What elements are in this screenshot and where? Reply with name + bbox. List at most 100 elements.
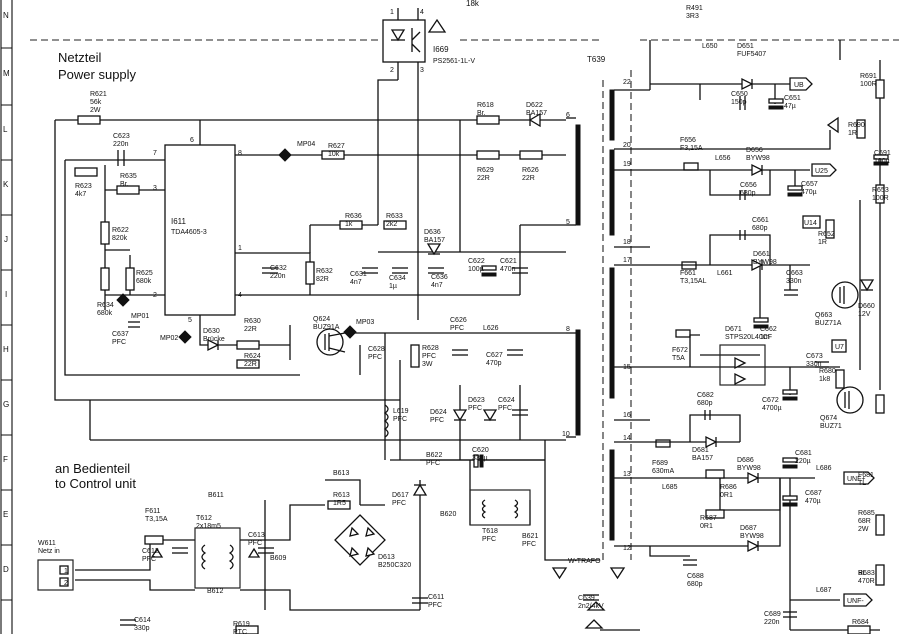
net-unf-plus: UNF+: [847, 476, 865, 483]
label-r629-ref: R629: [477, 167, 494, 174]
ic-pin-1: 1: [238, 245, 242, 252]
connector-w611[interactable]: 1 2: [37, 559, 74, 591]
label-r632-value: 82R: [316, 276, 329, 283]
label-d661-ref: D661: [753, 251, 770, 258]
opto-part: PS2561-1L-V: [433, 58, 475, 65]
label-b621-ref: B621: [522, 533, 538, 540]
label-r636-ref: R636: [345, 213, 362, 220]
label-r628-value: PFC: [422, 353, 436, 360]
label-c613-ref: C613: [248, 532, 265, 539]
label-r632-ref: R632: [316, 268, 333, 275]
transformer-t639: T639 W-TRAFO 6 5 8 10 22 20 19 18 17 16 …: [562, 55, 650, 565]
label-r690-ref: R690: [848, 122, 865, 129]
net-unf-minus: UNF-: [847, 598, 864, 605]
label-r627-value: 10k: [328, 151, 340, 158]
label-q674-value: BUZ71: [820, 423, 842, 430]
label-d630-value: Brücke: [203, 336, 225, 343]
label-d661-value: BYW98: [753, 259, 777, 266]
label-c628-value: PFC: [368, 354, 382, 361]
label-q674-ref: Q674: [820, 415, 837, 422]
label-d630-ref: D630: [203, 328, 220, 335]
optocoupler-i669: 1 2 3 4 I669 PS2561-1L-V: [382, 8, 475, 320]
ic-ref: I611: [171, 217, 187, 226]
label-r653-value: 100R: [872, 195, 889, 202]
label-r683-ref: R683: [858, 570, 875, 577]
label-r619-value: PTC: [233, 629, 247, 634]
label-c622-ref: C622: [468, 258, 485, 265]
label-d671-ref: D671: [725, 326, 742, 333]
label-fragment-bl: BL: [858, 570, 867, 577]
row-label-f: F: [3, 455, 8, 464]
label-f672-value: T5A: [672, 355, 685, 362]
pfc-choke-t618: [469, 489, 531, 526]
opto-pin-4: 4: [420, 9, 424, 16]
label-l650-ref: L650: [702, 43, 718, 50]
label-r624-value: 22R: [244, 361, 257, 368]
label-r491-ref: R491: [686, 5, 703, 12]
label-c627-ref: C627: [486, 352, 503, 359]
mosfet-q624: [316, 328, 346, 356]
label-l661-ref: L661: [717, 270, 733, 277]
label-q624-value: BUZ91A: [313, 324, 340, 331]
label-r629-value: 22R: [477, 175, 490, 182]
row-label-k: K: [3, 180, 9, 189]
label-q663-ref: Q663: [815, 312, 832, 319]
label-b613-ref: B613: [333, 470, 349, 477]
secondary-wiring: [600, 40, 881, 631]
top-resistor-value: 18k: [466, 0, 480, 8]
label-c673-value: 330n: [806, 361, 822, 368]
row-label-h: H: [3, 345, 9, 354]
label-d613-ref: D613: [378, 554, 395, 561]
net-ub: UB: [794, 82, 804, 89]
label-c631-value: 4n7: [350, 279, 362, 286]
label-f656-ref: F656: [680, 137, 696, 144]
label-d686-ref: D686: [737, 457, 754, 464]
label-c657-value: 470µ: [801, 189, 817, 196]
row-label-j: J: [4, 235, 8, 244]
label-b622-value: PFC: [426, 460, 440, 467]
secondary-diodes: [705, 77, 875, 553]
label-w611-value: Netz in: [38, 548, 60, 555]
label-c681-ref: C681: [795, 450, 812, 457]
label-r491-value: 3R3: [686, 13, 699, 20]
label-l686-ref: L686: [816, 465, 832, 472]
mosfet-q663: [831, 281, 859, 309]
label-c628-ref: C628: [368, 346, 385, 353]
label-r633-value: 2k2: [386, 221, 397, 228]
t639-pin-19: 19: [623, 161, 631, 168]
label-c672-value: 4700µ: [762, 405, 782, 412]
label-c651-value: 47µ: [784, 103, 796, 110]
label-c672-ref: C672: [762, 397, 779, 404]
label-t612-value: 2x18m5: [196, 523, 221, 530]
opto-pin-1: 1: [390, 9, 394, 16]
label-r635-ref: R635: [120, 173, 137, 180]
label-r685-value: 68R: [858, 518, 871, 525]
label-r635-value: Br.: [120, 181, 129, 188]
label-r633-ref: R633: [386, 213, 403, 220]
label-c639-value: 2n2/4kV: [578, 603, 604, 610]
label-c612-value: PFC: [142, 556, 156, 563]
label-c634-ref: C634: [389, 275, 406, 282]
label-r613-ref: R613: [333, 492, 350, 499]
label-r683-value: 470R: [858, 578, 875, 585]
net-u7: U7: [835, 344, 844, 351]
label-t618-value: PFC: [482, 536, 496, 543]
label-d656-value: BYW98: [746, 155, 770, 162]
label-d651-ref: D651: [737, 43, 754, 50]
label-c621-ref: C621: [500, 258, 517, 265]
label-d623-ref: D623: [468, 397, 485, 404]
label-r634-value: 680k: [97, 310, 113, 317]
label-c687-value: 470µ: [805, 498, 821, 505]
label-c663-value: 330n: [786, 278, 802, 285]
label-r652-value: 1R: [818, 239, 827, 246]
t639-pin-12: 12: [623, 545, 631, 552]
label-c656-ref: C656: [740, 182, 757, 189]
secondary-capacitors: [683, 96, 889, 618]
label-r621-value: 56k: [90, 99, 102, 106]
title-control-unit: to Control unit: [55, 476, 136, 491]
label-c621-value: 470n: [500, 266, 516, 273]
label-d617-ref: D617: [392, 492, 409, 499]
label-f611-ref: F611: [145, 508, 161, 515]
opto-pin-2: 2: [390, 67, 394, 74]
